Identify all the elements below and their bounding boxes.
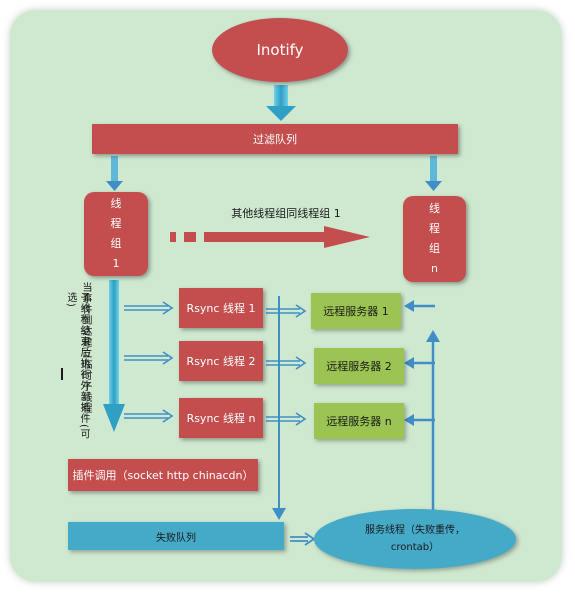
other-groups-note: 其他线程组同线程组 1: [206, 203, 366, 223]
arrows-to-rsync: [124, 301, 174, 423]
fail-queue-label: 失败队列: [156, 532, 196, 544]
arrow-failqueue-to-service: [290, 532, 316, 546]
remote-server-n-label: 远程服务器 n: [326, 415, 392, 428]
child-thread-note-label: 子线程结束后执行外部插件(可选): [65, 292, 89, 440]
rsync-thread-2-node: Rsync 线程 2: [179, 341, 263, 381]
rsync-thread-1-label: Rsync 线程 1: [186, 302, 256, 315]
remote-server-2-label: 远程服务器 2: [326, 360, 392, 373]
arrow-group1-to-plugin: [103, 280, 125, 432]
arrow-filter-to-group1: [106, 156, 123, 191]
arrow-filter-to-groupn: [425, 156, 442, 191]
fail-queue-node: 失败队列: [68, 522, 284, 550]
plugin-call-label: 插件调用（socket http chinacdn）: [72, 469, 254, 482]
note-bracket: [61, 368, 63, 380]
remote-server-1-label: 远程服务器 1: [323, 305, 389, 318]
event-note: 当事件到达建立临时子线程: [79, 282, 92, 452]
child-thread-note: 子线程结束后执行外部插件(可选): [64, 292, 90, 452]
thread-group-n-label: 线程组n: [429, 202, 440, 275]
inotify-node: Inotify: [212, 18, 348, 82]
arrow-inotify-to-filter: [266, 85, 296, 121]
event-note-label: 当事件到达建立临时子线程: [80, 282, 91, 414]
arrows-rsync-to-remote: [266, 304, 307, 426]
thread-group-1-label: 线程组1: [110, 197, 122, 270]
remote-server-2-node: 远程服务器 2: [314, 348, 404, 384]
arrow-group1-to-groupn: [170, 226, 370, 248]
filter-queue-label: 过滤队列: [253, 133, 297, 146]
service-thread-label-line2: crontab）: [390, 542, 440, 553]
service-thread-label-line1: 服务线程（失败重传，: [365, 525, 465, 536]
thread-group-n-node: 线程组n: [403, 196, 466, 282]
rsync-thread-n-label: Rsync 线程 n: [186, 412, 256, 425]
service-thread-node: 服务线程（失败重传， crontab）: [314, 509, 516, 569]
other-groups-note-label: 其他线程组同线程组 1: [231, 207, 341, 220]
arrow-service-to-remote: [404, 300, 440, 510]
rsync-thread-2-label: Rsync 线程 2: [186, 355, 256, 368]
rsync-thread-1-node: Rsync 线程 1: [179, 288, 263, 328]
inotify-label: Inotify: [256, 41, 304, 59]
remote-server-n-node: 远程服务器 n: [314, 403, 404, 439]
plugin-call-node: 插件调用（socket http chinacdn）: [68, 459, 258, 491]
rsync-thread-n-node: Rsync 线程 n: [179, 398, 263, 438]
remote-server-1-node: 远程服务器 1: [311, 293, 401, 329]
arrow-rsync-to-failqueue: [272, 296, 286, 520]
filter-queue-node: 过滤队列: [92, 124, 458, 154]
thread-group-1-node: 线程组1: [84, 192, 148, 276]
